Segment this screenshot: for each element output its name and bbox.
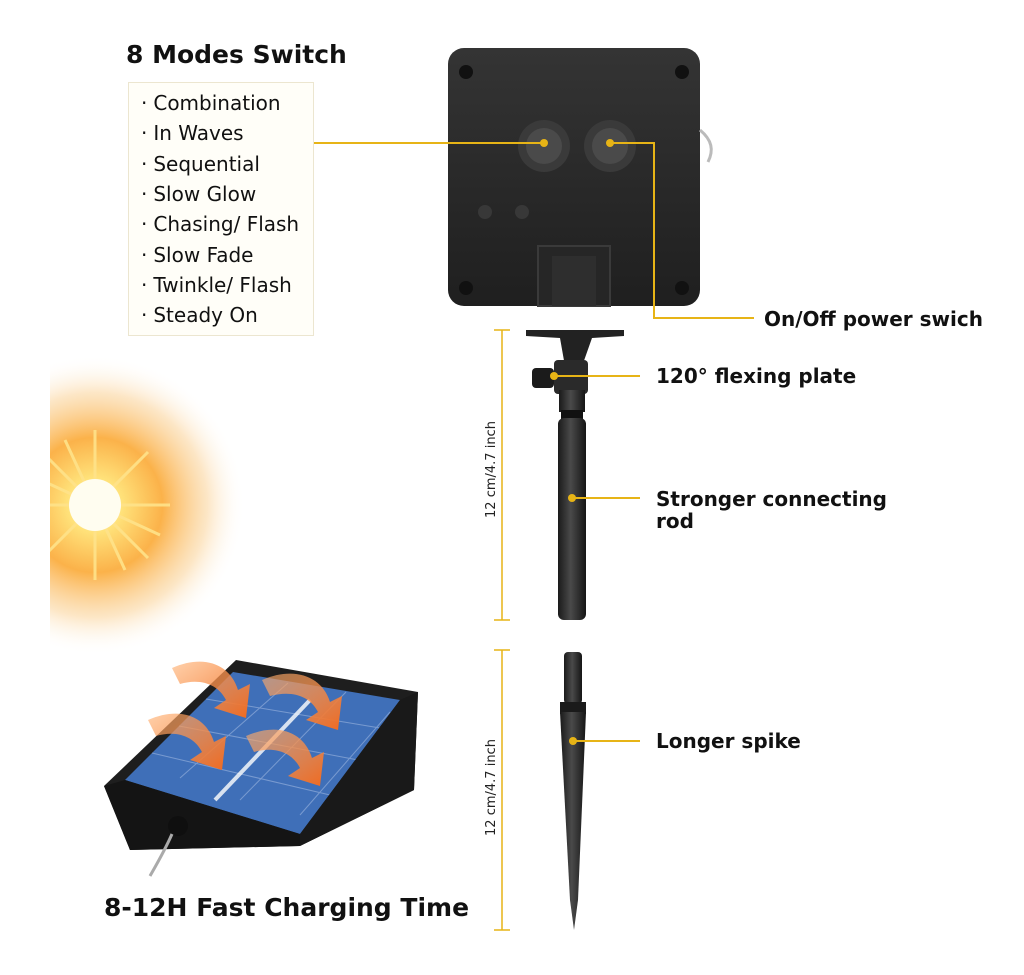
bullet-icon: · — [141, 91, 148, 115]
mode-item: ·Slow Fade — [141, 243, 254, 267]
bullet-icon: · — [141, 121, 148, 145]
power-switch-label: On/Off power swich — [764, 307, 983, 331]
mode-button-marker — [540, 139, 548, 147]
mode-item: ·Chasing/ Flash — [141, 212, 300, 236]
mode-item: ·Sequential — [141, 152, 260, 176]
mode-item: ·Combination — [141, 91, 281, 115]
rod-marker — [568, 494, 576, 502]
bullet-icon: · — [141, 152, 148, 176]
solar-panel — [104, 660, 418, 877]
power-button-marker — [606, 139, 614, 147]
spike-marker — [569, 737, 577, 745]
flex-plate-marker — [550, 372, 558, 380]
connecting-rod-label-line2: rod — [656, 509, 694, 533]
leader-lines — [312, 142, 754, 742]
spike-label: Longer spike — [656, 729, 801, 753]
bullet-icon: · — [141, 273, 148, 297]
mode-item: ·Steady On — [141, 303, 258, 327]
charging-time-label: 8-12H Fast Charging Time — [104, 893, 470, 922]
sunlight-arrows — [148, 661, 342, 786]
connecting-rod — [526, 330, 624, 620]
modes-list: ·Combination ·In Waves ·Sequential ·Slow… — [128, 82, 314, 336]
bullet-icon: · — [141, 243, 148, 267]
modes-title: 8 Modes Switch — [126, 40, 347, 69]
bullet-icon: · — [141, 212, 148, 236]
mode-item: ·In Waves — [141, 121, 244, 145]
flexing-plate-label: 120° flexing plate — [656, 364, 857, 388]
dimension-brackets — [494, 329, 510, 931]
mode-item: ·Twinkle/ Flash — [141, 273, 292, 297]
spike-dimension-label: 12 cm/4.7 inch — [483, 739, 499, 836]
rod-dimension-label: 12 cm/4.7 inch — [483, 421, 499, 518]
bullet-icon: · — [141, 303, 148, 327]
bullet-icon: · — [141, 182, 148, 206]
connecting-rod-label-line1: Stronger connecting — [656, 487, 887, 511]
sun-graphic — [0, 355, 245, 655]
control-box — [448, 48, 713, 307]
ground-spike — [560, 652, 586, 930]
mode-item: ·Slow Glow — [141, 182, 257, 206]
connecting-rod-label: Stronger connecting rod — [656, 488, 887, 532]
